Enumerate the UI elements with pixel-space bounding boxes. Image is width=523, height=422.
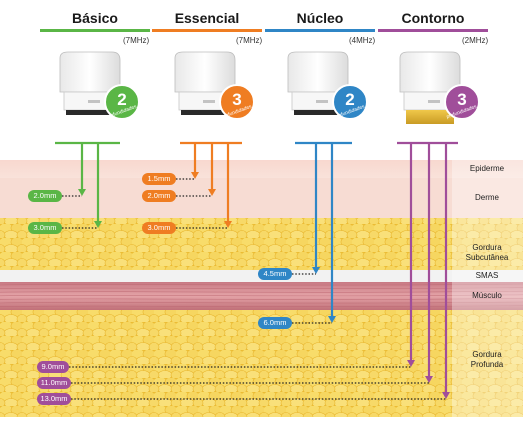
- label-gordura-subcutanea: Gordura Subcutânea: [442, 243, 523, 263]
- brand-mark: [203, 100, 215, 103]
- depth-badge-icon: [444, 84, 480, 120]
- depth-badge-number: 3: [232, 90, 241, 109]
- title-contorno: Contorno: [401, 10, 465, 26]
- muscle-fiber-line: [0, 305, 523, 308]
- label-epiderme: Epiderme: [469, 164, 505, 173]
- transducer-tip: [181, 110, 229, 115]
- freq-essencial: (7MHz): [236, 36, 263, 45]
- depth-badge-number: 2: [117, 90, 126, 109]
- label-gordura-profunda: Gordura Profunda: [442, 350, 523, 370]
- contorno-arrow-11mm-head: [425, 376, 433, 383]
- layer-derme: [0, 178, 523, 218]
- transducer-body: [287, 51, 349, 93]
- transducer-tip: [66, 110, 114, 115]
- depth-nucleo-4-5mm: 4.5mm: [258, 268, 292, 280]
- title-basico: Básico: [72, 10, 118, 26]
- transducer-body: [174, 51, 236, 93]
- title-nucleo: Núcleo: [296, 10, 344, 26]
- depth-badge-number: 2: [345, 90, 354, 109]
- depth-basico-3mm: 3.0mm: [28, 222, 62, 234]
- depth-badge-icon: [332, 84, 368, 120]
- depth-essencial-2mm: 2.0mm: [142, 190, 176, 202]
- muscle-fiber-line: [0, 301, 523, 304]
- label-gordura-profunda-text: Gordura Profunda: [470, 350, 504, 369]
- arrows-group: [55, 141, 458, 400]
- underline-nucleo: [265, 29, 375, 32]
- depth-badge-icon: [104, 84, 140, 120]
- depth-essencial-3mm: 3.0mm: [142, 222, 176, 234]
- brand-mark: [428, 100, 440, 103]
- title-essencial: Essencial: [174, 10, 240, 26]
- transducer-tip: [406, 110, 454, 124]
- transducer-tip: [294, 110, 342, 115]
- layer-gordura-subcutanea: [0, 218, 523, 270]
- underline-essencial: [152, 29, 262, 32]
- muscle-fiber-line: [0, 283, 523, 286]
- muscle-fiber-line: [0, 287, 523, 290]
- freq-nucleo: (4MHz): [349, 36, 376, 45]
- nucleo-arrow-6mm-head: [328, 316, 336, 323]
- muscle-fibers: [0, 283, 523, 308]
- transducer-body: [59, 51, 121, 93]
- depth-contorno-13mm: 13.0mm: [37, 393, 71, 405]
- muscle-fiber-line: [0, 290, 523, 293]
- brand-mark: [88, 100, 100, 103]
- muscle-fiber-line: [0, 298, 523, 300]
- layer-epiderme: [0, 160, 523, 178]
- label-smas: SMAS: [475, 271, 499, 280]
- depth-badge-icon: [219, 84, 255, 120]
- depth-contorno-11mm: 11.0mm: [37, 377, 71, 389]
- transducer-body: [399, 51, 461, 93]
- underline-basico: [40, 29, 150, 32]
- depth-contorno-9mm: 9.0mm: [37, 361, 69, 373]
- contorno-arrow-13mm-head: [442, 392, 450, 399]
- depth-basico-2mm: 2.0mm: [28, 190, 62, 202]
- layer-label-panel: [452, 160, 523, 417]
- nucleo-arrow-4-5mm-head: [312, 267, 320, 274]
- label-musculo: Músculo: [472, 291, 502, 300]
- freq-basico: (7MHz): [123, 36, 150, 45]
- basico-arrow-3mm-head: [94, 221, 102, 228]
- depth-badge-number: 3: [457, 90, 466, 109]
- muscle-fiber-line: [0, 294, 523, 297]
- contorno-arrow-9mm-head: [407, 360, 415, 367]
- essencial-arrow-2mm-head: [208, 189, 216, 196]
- freq-contorno: (2MHz): [462, 36, 489, 45]
- essencial-arrow-1-5mm-head: [191, 172, 199, 179]
- brand-mark: [316, 100, 328, 103]
- essencial-arrow-3mm-head: [224, 221, 232, 228]
- depth-nucleo-6mm: 6.0mm: [258, 317, 292, 329]
- depth-essencial-1-5mm: 1.5mm: [142, 173, 176, 185]
- basico-arrow-2mm-head: [78, 189, 86, 196]
- underline-contorno: [378, 29, 488, 32]
- label-derme: Derme: [474, 193, 499, 202]
- label-gordura-subcutanea-text: Gordura Subcutânea: [465, 243, 509, 262]
